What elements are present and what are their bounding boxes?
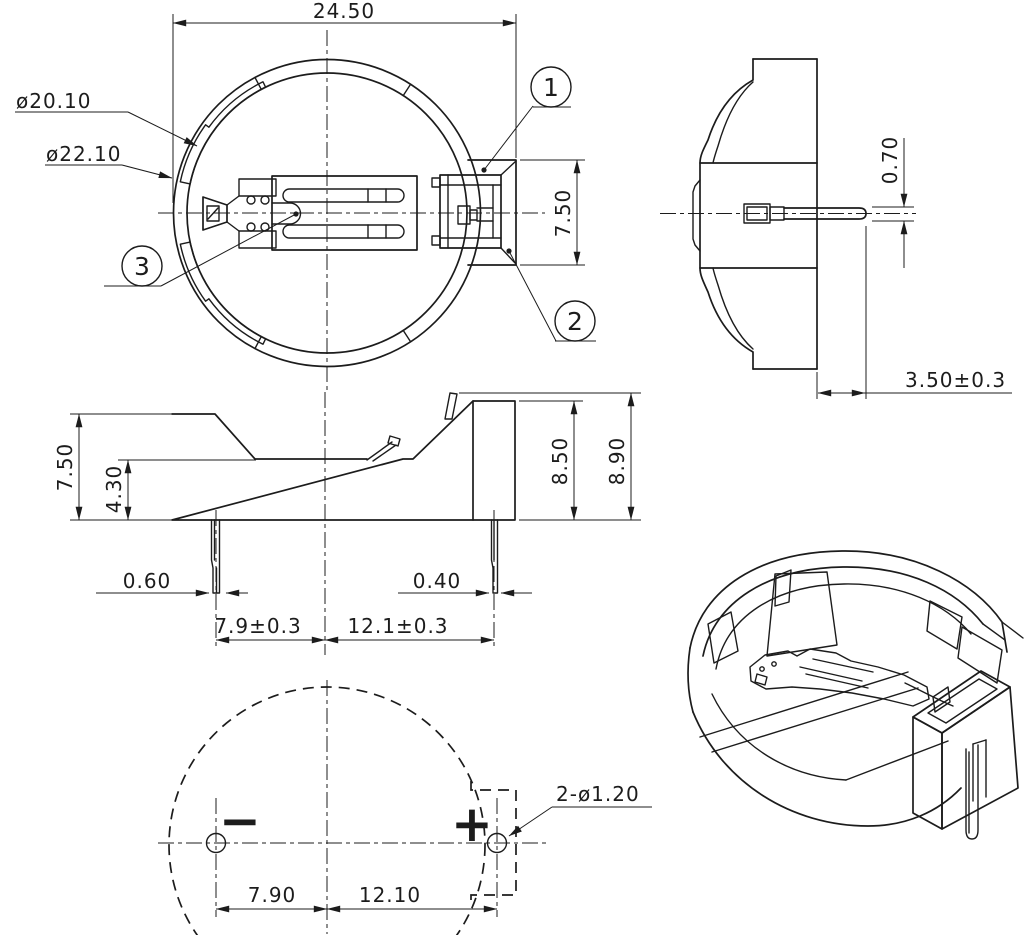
side-profile (699, 58, 754, 370)
dim-cavity-depth: 4.30 (102, 459, 256, 521)
dim-body-height: 7.50 (53, 413, 172, 521)
iso-back-tab (766, 571, 838, 657)
mounting-hole-negative (205, 832, 227, 854)
dim-pin-width-right-label: 0.40 (413, 569, 462, 593)
dim-cavity-depth-label: 4.30 (102, 465, 126, 514)
side-pin (743, 203, 867, 224)
retaining-wall-segment-lower (179, 241, 267, 345)
dim-overall-width-label: 24.50 (313, 0, 375, 23)
dim-pin-thickness-label: 0.70 (878, 136, 902, 185)
dim-block-height: 8.50 (519, 400, 583, 521)
balloon-2: 2 (506, 248, 596, 342)
center-contact-assembly (202, 175, 418, 251)
callout-holes: 2-ø1.20 (508, 782, 652, 837)
dim-pin-offset-left-label: 7.9±0.3 (214, 614, 301, 638)
balloon-3-label: 3 (134, 252, 150, 281)
dim-connector-height: 7.50 (520, 159, 585, 266)
balloon-2-label: 2 (567, 307, 583, 336)
dim-pin-width-left: 0.60 (96, 569, 248, 597)
callout-dia-outer: ø22.10 (45, 142, 173, 179)
dim-pin-standoff-label: 3.50±0.3 (905, 368, 1006, 392)
dim-hole-offset-right-label: 12.10 (359, 883, 421, 907)
iso-spring-contact (749, 648, 954, 707)
dim-pin-offset-right-label: 12.1±0.3 (347, 614, 448, 638)
dim-pin-thickness: 0.70 (872, 136, 914, 268)
dia-inner-label: ø20.10 (16, 89, 92, 113)
iso-pin (965, 744, 979, 840)
front-latch (444, 392, 458, 420)
inner-diameter-circle (186, 72, 468, 354)
dia-outer-label: ø22.10 (46, 142, 122, 166)
side-view: 0.70 3.50±0.3 (660, 58, 1012, 399)
bottom-connector-outline (470, 781, 517, 906)
front-spring-clip (366, 435, 401, 462)
bottom-view: − + 2-ø1.20 7.90 12.10 (158, 680, 652, 940)
dim-overall-height-label: 8.90 (605, 437, 629, 486)
mounting-hole-positive (486, 832, 508, 854)
wall-break-ticks (254, 76, 412, 350)
polarity-negative-symbol: − (219, 792, 261, 850)
top-view: 24.50 ø20.10 ø22.10 7.50 1 (15, 0, 596, 392)
dim-hole-offsets: 7.90 12.10 (215, 883, 498, 913)
balloon-1-label: 1 (543, 73, 559, 102)
dim-pin-standoff: 3.50±0.3 (816, 226, 1012, 399)
callout-holes-label: 2-ø1.20 (556, 782, 640, 806)
callout-dia-inner: ø20.10 (15, 89, 198, 147)
dim-body-height-label: 7.50 (53, 443, 77, 492)
balloon-3: 3 (104, 211, 299, 287)
dim-pin-width-right: 0.40 (398, 569, 532, 597)
isometric-view (687, 550, 1024, 840)
front-view: 7.50 4.30 8.50 8.90 0.60 0.40 (53, 392, 641, 655)
dim-overall-width: 24.50 (172, 0, 517, 203)
outer-diameter-circle (172, 58, 482, 368)
iso-connector-block (912, 670, 1019, 840)
dim-connector-height-label: 7.50 (551, 189, 575, 238)
dim-block-height-label: 8.50 (548, 437, 572, 486)
dim-pin-offsets: 7.9±0.3 12.1±0.3 (214, 614, 495, 644)
polarity-positive-symbol: + (451, 795, 493, 853)
retaining-wall-segment-upper (179, 81, 267, 185)
iso-left-tab (707, 611, 739, 664)
balloon-1: 1 (481, 66, 572, 173)
dim-pin-width-left-label: 0.60 (123, 569, 172, 593)
dim-overall-height: 8.90 (459, 392, 641, 521)
dim-hole-offset-left-label: 7.90 (248, 883, 297, 907)
iso-right-wall-piece (926, 600, 963, 650)
side-left-boss (692, 179, 701, 252)
